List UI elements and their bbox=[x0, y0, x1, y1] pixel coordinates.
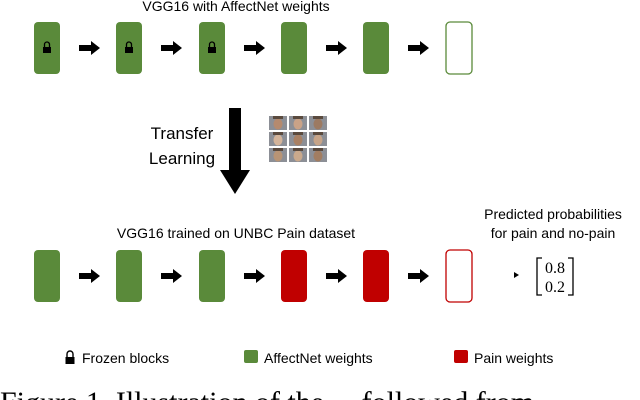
bottom-network-row bbox=[34, 249, 473, 303]
face-thumbnail bbox=[309, 132, 327, 146]
face-thumbnail bbox=[269, 148, 287, 162]
network-block-5 bbox=[363, 250, 389, 302]
output-label-line2: for pain and no-pain bbox=[491, 225, 616, 241]
flow-arrow bbox=[408, 269, 429, 283]
flow-arrow bbox=[161, 269, 182, 283]
output-small-arrow bbox=[514, 272, 519, 278]
caption-fragment: Figure 1. Illustration of the ... follow… bbox=[0, 386, 564, 400]
flow-arrow bbox=[408, 41, 429, 55]
lock-icon bbox=[125, 41, 133, 53]
flow-arrow bbox=[244, 269, 265, 283]
network-block-6 bbox=[445, 249, 473, 303]
flow-arrow bbox=[244, 41, 265, 55]
transfer-label-line1: Transfer bbox=[151, 124, 214, 143]
face-thumbnail bbox=[289, 116, 307, 130]
flow-arrow bbox=[326, 41, 347, 55]
face-thumbnail bbox=[289, 132, 307, 146]
network-block-5 bbox=[363, 22, 389, 74]
network-block-2 bbox=[116, 250, 142, 302]
lock-icon bbox=[43, 41, 51, 53]
vector-value-pain: 0.8 bbox=[545, 260, 565, 277]
face-thumbnail bbox=[309, 148, 327, 162]
network-block-3 bbox=[199, 250, 225, 302]
top-network-row bbox=[34, 21, 473, 75]
network-block-1 bbox=[34, 250, 60, 302]
legend-affectnet-swatch bbox=[244, 350, 258, 363]
transfer-label-line2: Learning bbox=[149, 149, 215, 168]
network-block-4 bbox=[281, 250, 307, 302]
legend-lock-icon bbox=[65, 350, 75, 364]
legend-pain-swatch bbox=[454, 350, 468, 363]
vector-value-nopain: 0.2 bbox=[545, 279, 565, 296]
flow-arrow bbox=[79, 41, 100, 55]
lock-icon bbox=[208, 41, 216, 53]
flow-arrow bbox=[326, 269, 347, 283]
legend-pain-label: Pain weights bbox=[474, 350, 553, 366]
transfer-arrow bbox=[220, 108, 250, 194]
flow-arrow bbox=[79, 269, 100, 283]
face-thumbnail-grid bbox=[269, 116, 327, 162]
face-thumbnail bbox=[309, 116, 327, 130]
legend: Frozen blocks AffectNet weights Pain wei… bbox=[65, 350, 553, 366]
bottom-network-title: VGG16 trained on UNBC Pain dataset bbox=[117, 225, 355, 241]
face-thumbnail bbox=[269, 132, 287, 146]
network-block-4 bbox=[281, 22, 307, 74]
output-label-line1: Predicted probabilities bbox=[484, 206, 622, 222]
face-thumbnail bbox=[269, 116, 287, 130]
legend-affectnet-label: AffectNet weights bbox=[264, 350, 373, 366]
probability-vector: 0.8 0.2 bbox=[536, 257, 574, 296]
legend-frozen-label: Frozen blocks bbox=[82, 350, 169, 366]
network-block-6 bbox=[445, 21, 473, 75]
top-network-title: VGG16 with AffectNet weights bbox=[142, 0, 329, 14]
face-thumbnail bbox=[289, 148, 307, 162]
flow-arrow bbox=[161, 41, 182, 55]
